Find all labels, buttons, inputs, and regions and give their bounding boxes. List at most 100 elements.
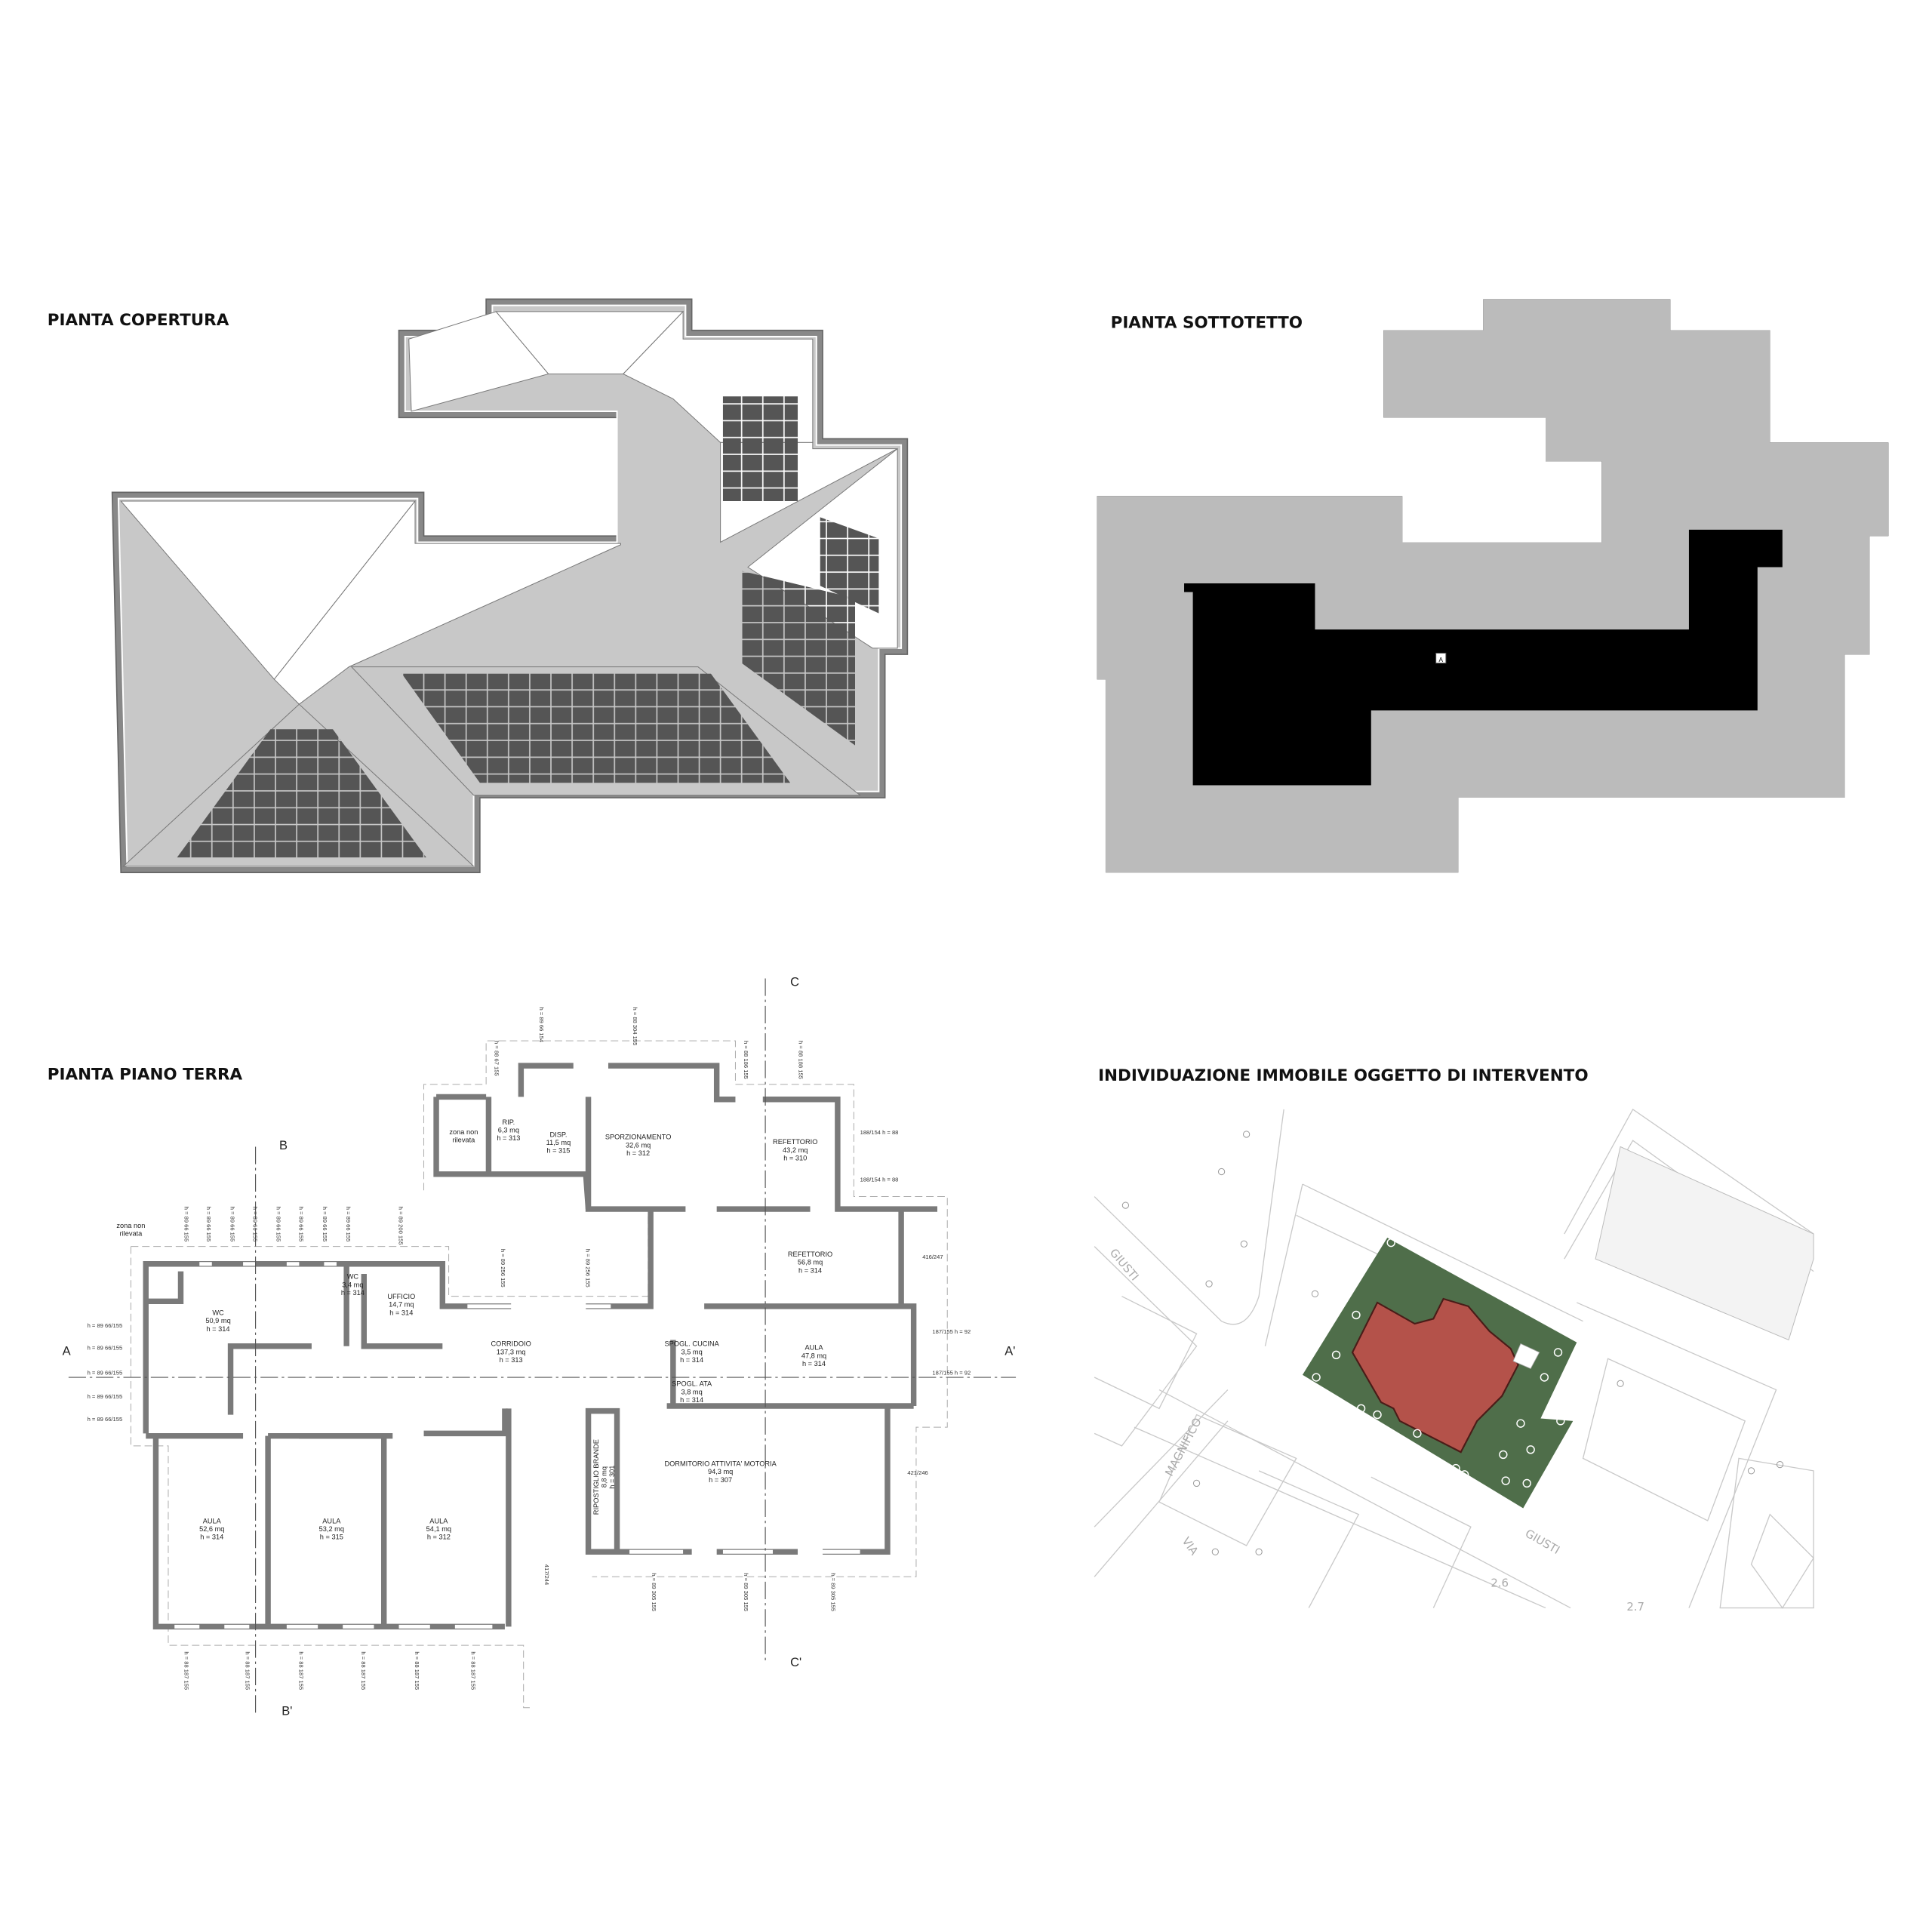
dimension-label: 421/246 [907, 1469, 928, 1476]
room-label: AULA [203, 1517, 222, 1524]
room-label: h = 312 [626, 1149, 650, 1157]
dimension-label: h = 89 66 155 [183, 1207, 189, 1242]
solar-panels [177, 729, 426, 858]
room-label: 54,1 mq [426, 1525, 451, 1533]
dimension-label: h = 88 304 155 [632, 1008, 638, 1046]
room-label: rilevata [453, 1137, 476, 1144]
room-label: WC [347, 1273, 359, 1281]
room-label: 53,2 mq [319, 1525, 344, 1533]
dimension-label: 188/154 h = 88 [860, 1177, 899, 1183]
dimension-label: h = 89 256 155 [584, 1249, 591, 1287]
dimension-label: h = 89 66/155 [88, 1345, 123, 1352]
room-label: WC [212, 1309, 224, 1316]
solar-panels [401, 672, 791, 783]
room-label: h = 314 [802, 1360, 826, 1367]
section-marker: A' [1004, 1344, 1015, 1358]
section-marker: C' [790, 1656, 801, 1669]
dimension-label: h = 88 187 155 [414, 1651, 420, 1690]
title-location-map: INDIVIDUAZIONE IMMOBILE OGGETTO DI INTER… [1098, 1066, 1589, 1085]
dimension-label: h = 89 200 155 [398, 1207, 405, 1245]
solar-panels [741, 571, 856, 746]
attic-marker-box [1435, 652, 1447, 664]
room-label: 3,4 mq [342, 1281, 363, 1288]
room-label: zona non [116, 1222, 145, 1229]
room-label: RIPOSTIGLIO BRANDE [592, 1439, 600, 1515]
room-label: h = 315 [546, 1147, 570, 1155]
dimension-label: h = 89 66 155 [251, 1207, 258, 1242]
dimension-label: h = 89 66/155 [88, 1393, 123, 1400]
room-label: 94,3 mq [708, 1468, 733, 1475]
room-label: REFETTORIO [773, 1138, 817, 1146]
title-ground-floor-plan: PIANTA PIANO TERRA [48, 1065, 243, 1084]
dimension-label: 187/155 h = 92 [932, 1370, 971, 1377]
room-label: CORRIDOIO [491, 1340, 531, 1348]
room-label: 6,3 mq [498, 1126, 519, 1134]
room-label: h = 314 [200, 1534, 223, 1541]
location-map: GIUSTI MAGNIFICO VIA GIUSTI 2.6 2.7 [1094, 1108, 1814, 1614]
dimension-label: h = 89 66 155 [205, 1207, 212, 1242]
dimension-label: h = 88 187 155 [360, 1651, 367, 1690]
dimension-label: h = 88 187 155 [469, 1651, 476, 1690]
solar-panels [820, 517, 879, 614]
room-label: 137,3 mq [497, 1348, 526, 1355]
room-label: h = 314 [680, 1396, 703, 1404]
dimension-label: 187/155 h = 92 [932, 1328, 971, 1335]
room-label: UFFICIO [387, 1293, 415, 1300]
room-label: h = 313 [500, 1356, 523, 1364]
room-label: AULA [429, 1517, 448, 1524]
dimension-label: h = 88 67 155 [494, 1041, 500, 1076]
section-marker: A [63, 1344, 71, 1358]
building-footprint [1351, 1297, 1519, 1454]
roof-plan [111, 298, 909, 873]
dimension-label: h = 89 66 155 [321, 1207, 328, 1242]
dimension-label: 416/247 [922, 1254, 943, 1260]
title-roof-plan: PIANTA COPERTURA [48, 311, 229, 330]
map-number: 2.6 [1491, 1577, 1509, 1590]
room-label: SPOGL. ATA [672, 1380, 712, 1388]
dimension-label: h = 88 187 155 [297, 1651, 304, 1690]
dimension-label: h = 89 66/155 [88, 1322, 123, 1329]
room-label: 50,9 mq [205, 1317, 230, 1324]
dimension-label: h = 88 188 155 [798, 1041, 804, 1079]
dimension-label: h = 89 66 154 [538, 1008, 545, 1043]
room-label: 14,7 mq [389, 1301, 414, 1309]
trees [1312, 1238, 1565, 1513]
room-label: h = 314 [798, 1266, 822, 1274]
room-label: zona non [449, 1128, 478, 1136]
room-label: REFETTORIO [788, 1251, 832, 1258]
room-label: RIP. [502, 1118, 515, 1126]
dimension-label: h = 88 186 155 [743, 1041, 749, 1079]
room-label: 32,6 mq [626, 1141, 651, 1149]
room-label: h = 314 [341, 1289, 365, 1297]
room-label: h = 315 [320, 1534, 343, 1541]
room-label: AULA [322, 1517, 341, 1524]
attic-plan [1097, 299, 1889, 873]
dimension-label: h = 88 187 155 [244, 1651, 251, 1690]
room-label: 8,8 mq [601, 1466, 608, 1487]
section-marker: C [790, 975, 799, 989]
hatched-area [1595, 1146, 1814, 1341]
dimension-label: 417/244 [543, 1564, 550, 1585]
dimension-label: h = 89 66 155 [229, 1207, 236, 1242]
dimension-label: h = 89 305 155 [830, 1573, 837, 1611]
room-label: 43,2 mq [783, 1146, 808, 1154]
solar-panels [722, 396, 798, 501]
section-marker: B' [281, 1705, 292, 1718]
dimension-label: h = 89 305 155 [743, 1573, 749, 1611]
room-label: h = 312 [427, 1534, 451, 1541]
room-label: 56,8 mq [798, 1259, 823, 1266]
room-label: rilevata [120, 1230, 143, 1238]
room-label: h = 314 [389, 1309, 413, 1316]
attic-marker-label: A [1439, 657, 1444, 663]
map-number: 2.7 [1626, 1600, 1644, 1614]
room-label: 11,5 mq [546, 1139, 571, 1146]
room-label: h = 301 [608, 1466, 616, 1489]
room-label: 3,8 mq [681, 1388, 703, 1395]
room-label: 52,6 mq [199, 1525, 224, 1533]
room-label: 3,5 mq [681, 1348, 703, 1355]
room-label: h = 307 [709, 1476, 732, 1484]
room-label: 47,8 mq [801, 1352, 826, 1359]
section-marker: B [279, 1139, 288, 1152]
